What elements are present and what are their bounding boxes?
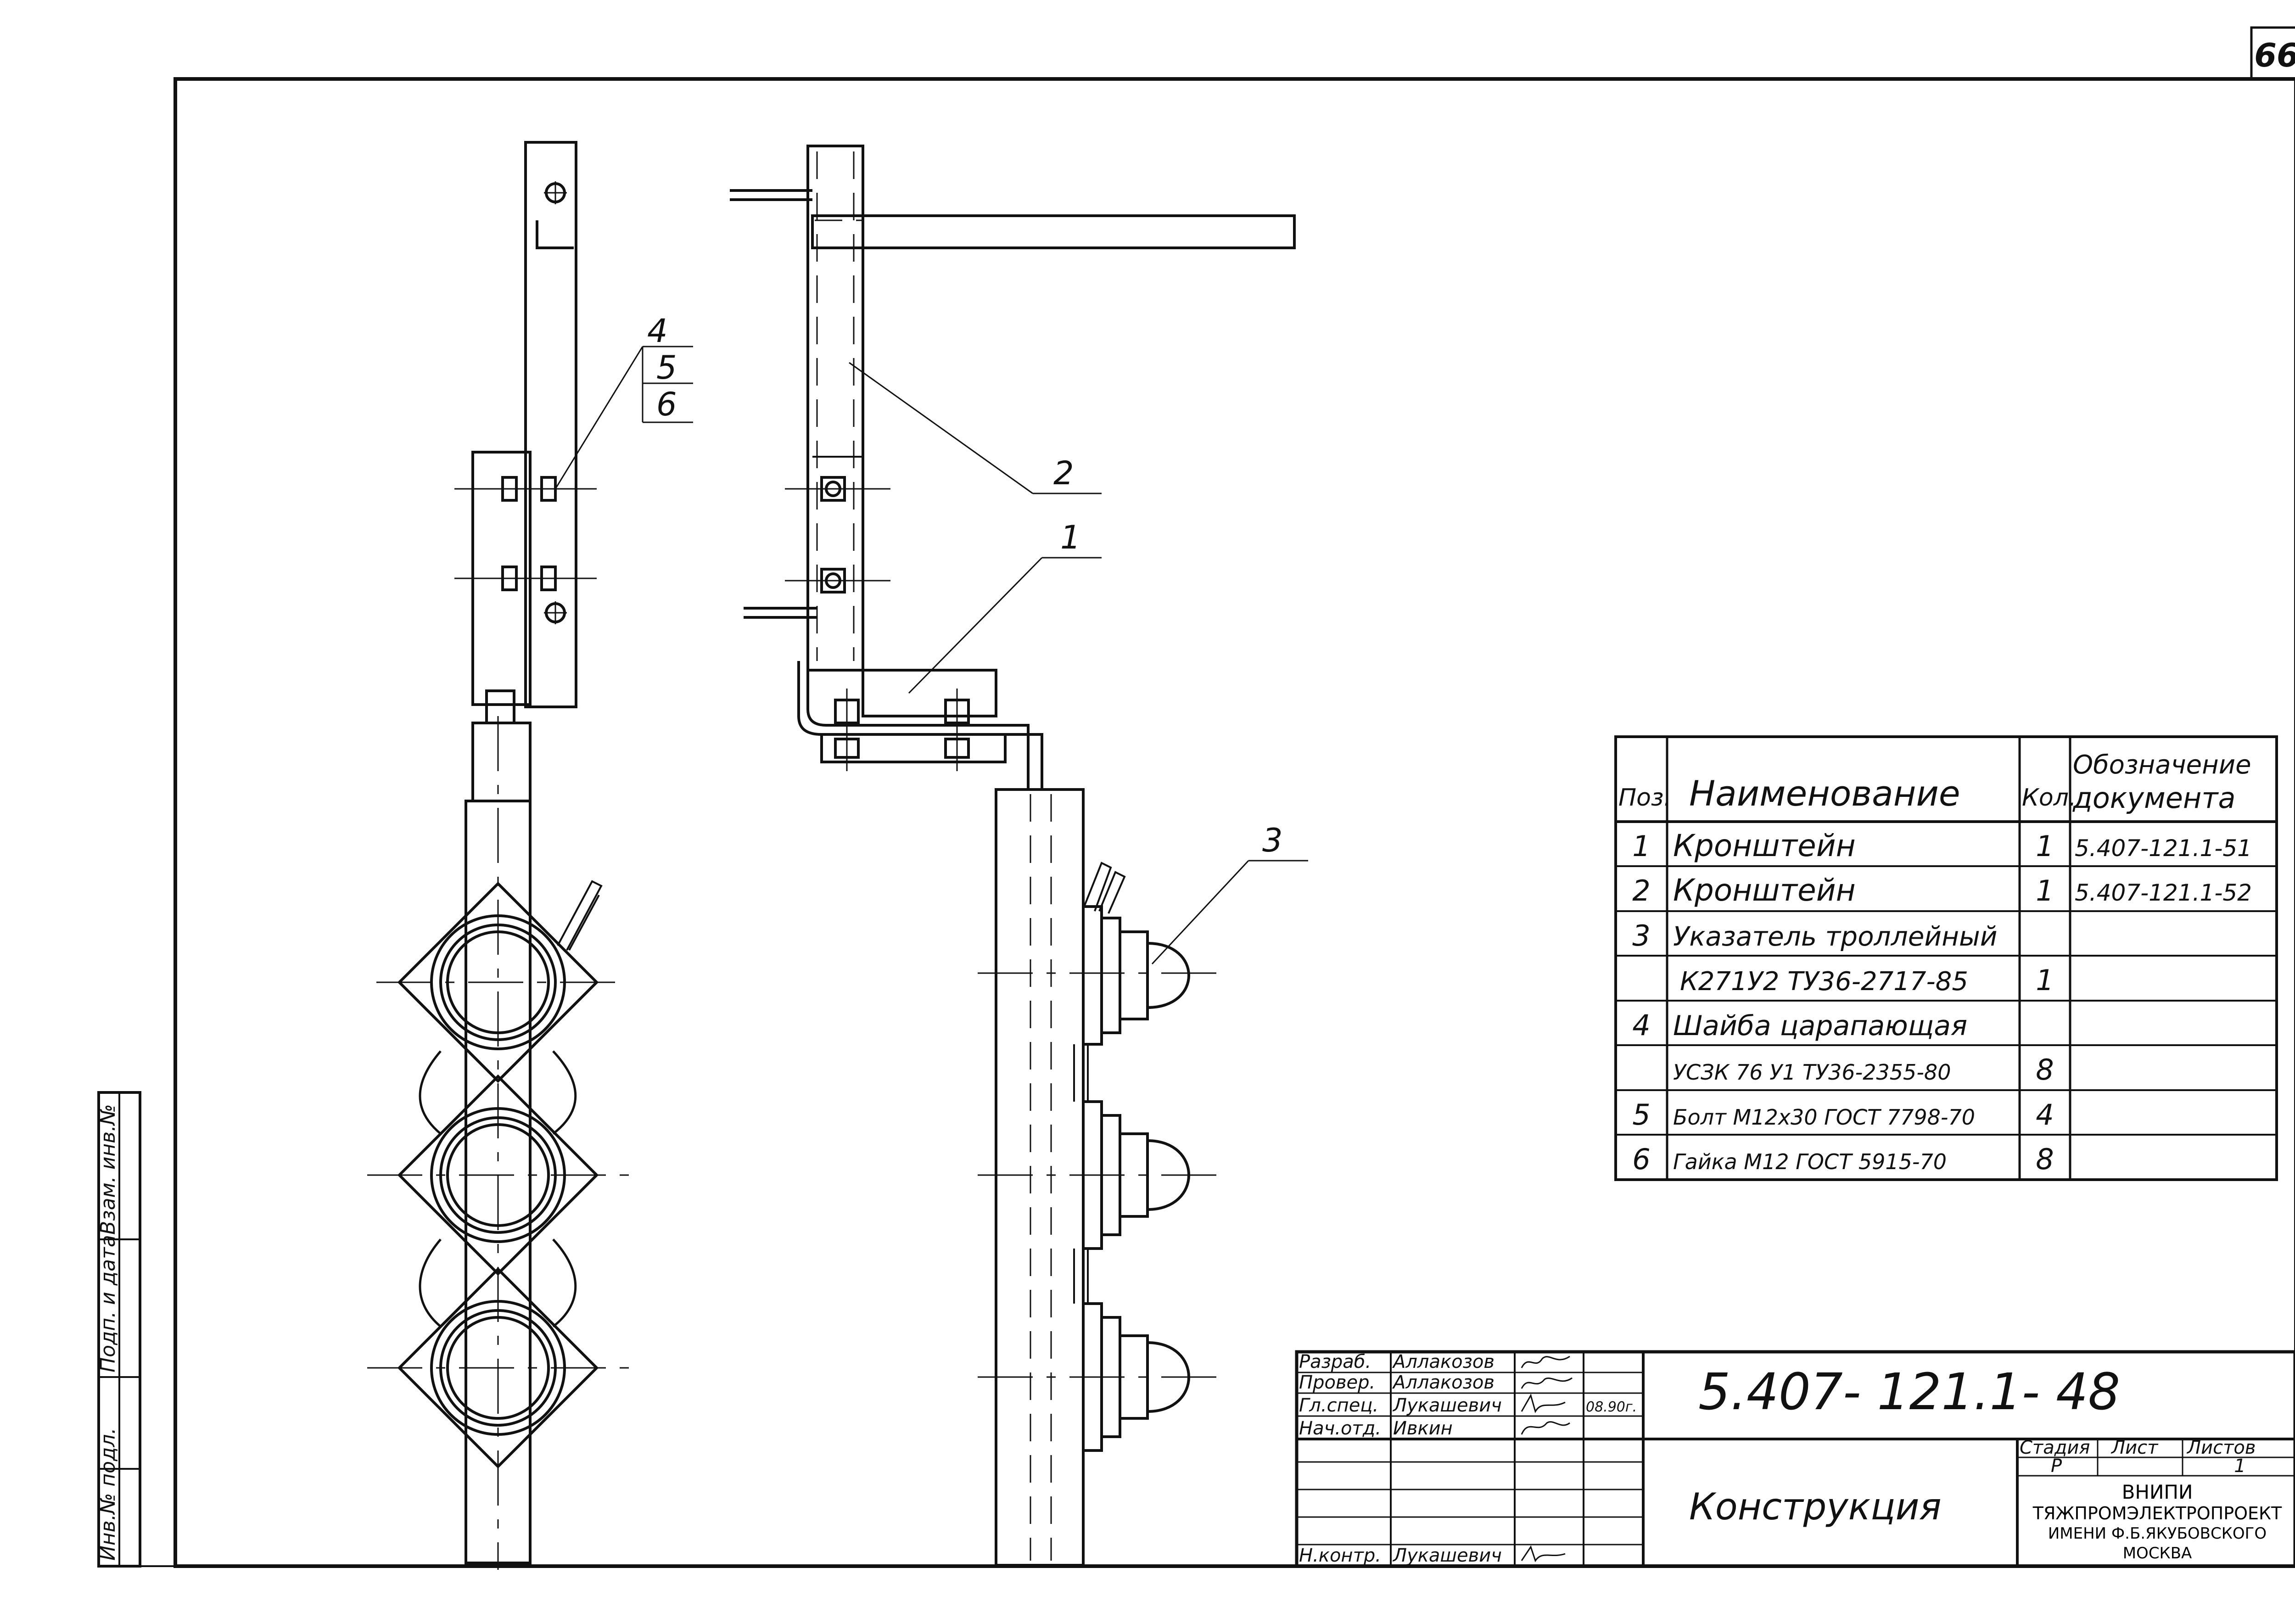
role-label: Гл.спец. <box>1299 1395 1378 1416</box>
bolt-front-lower <box>454 566 597 591</box>
role-name: Аллакозов <box>1392 1372 1495 1393</box>
stamp-sign-date: Подп. и дата <box>96 1235 120 1372</box>
sheets-label: Листов <box>2186 1437 2256 1458</box>
callout-2: 2 <box>1053 454 1074 492</box>
svg-text:8: 8 <box>2036 1053 2054 1086</box>
role-name: Аллакозов <box>1392 1351 1495 1372</box>
svg-text:УСЗК 76 У1 ТУ36-2355-80: УСЗК 76 У1 ТУ36-2355-80 <box>1673 1060 1951 1085</box>
svg-text:К271У2 ТУ36-2717-85: К271У2 ТУ36-2717-85 <box>1680 967 1968 997</box>
role-name: Лукашевич <box>1392 1395 1502 1416</box>
header-pos: Поз. <box>1618 784 1671 812</box>
role-label: Нач.отд. <box>1299 1418 1381 1439</box>
spec-table: Поз. Наименование Кол. Обозначение докум… <box>1614 735 2278 1181</box>
bolt-front-upper <box>454 476 597 502</box>
lamp-front-1 <box>376 881 620 1083</box>
indicator-body-side <box>995 788 1085 1567</box>
sheet-number: 66 <box>2254 37 2295 74</box>
table-row: 2 Кронштейн 1 5.407-121.1-52 <box>1632 873 2252 908</box>
svg-text:1: 1 <box>2036 829 2054 863</box>
org-line-4: МОСКВА <box>2123 1544 2192 1562</box>
table-row: 6 Гайка М12 ГОСТ 5915-70 8 <box>1632 1142 2054 1176</box>
org-line-1: ВНИПИ <box>2122 1481 2193 1503</box>
table-row: К271У2 ТУ36-2717-85 1 <box>1680 963 2054 997</box>
svg-text:1: 1 <box>2036 963 2054 997</box>
role-name: Ивкин <box>1393 1418 1453 1439</box>
svg-text:Шайба царапающая: Шайба царапающая <box>1673 1010 1967 1042</box>
side-stamp: Взам. инв.№ Подп. и дата Инв.№ подл. <box>96 1091 175 1568</box>
callout-6: 6 <box>656 386 677 423</box>
indicator-pole-front <box>471 722 532 802</box>
lamp-front-3 <box>367 1267 629 1469</box>
header-doc-line2: документа <box>2072 781 2236 815</box>
org-line-2: ТЯЖПРОМЭЛЕКТРОПРОЕКТ <box>2032 1503 2282 1523</box>
bolt-side-lower <box>785 568 890 594</box>
bracket-2-plate-front <box>524 141 577 708</box>
stamp-inv-orig: Инв.№ подл. <box>96 1428 120 1561</box>
document-code: 5.407- 121.1- 48 <box>1698 1362 2120 1421</box>
bolt-bracket1-a <box>834 689 860 771</box>
sheets-value: 1 <box>2234 1456 2245 1477</box>
role-label: Н.контр. <box>1299 1545 1381 1566</box>
lamp-side-1 <box>978 905 1221 1046</box>
bracket-1-side <box>797 661 1043 790</box>
document-title: Конструкция <box>1689 1485 1942 1528</box>
bolt-bracket1-b <box>944 689 970 771</box>
lamp-front-2 <box>367 1074 629 1276</box>
svg-text:Кронштейн: Кронштейн <box>1673 873 1856 908</box>
svg-text:1: 1 <box>1632 829 1650 863</box>
bolt-side-upper <box>785 476 890 502</box>
svg-text:5.407-121.1-51: 5.407-121.1-51 <box>2075 835 2252 862</box>
svg-text:Кронштейн: Кронштейн <box>1673 828 1856 863</box>
svg-text:Гайка М12 ГОСТ 5915-70: Гайка М12 ГОСТ 5915-70 <box>1673 1149 1947 1174</box>
drawing-frame <box>174 77 2295 1568</box>
role-label: Разраб. <box>1299 1351 1371 1372</box>
header-qty: Кол. <box>2022 784 2077 812</box>
header-name: Наименование <box>1689 773 1960 814</box>
svg-text:5: 5 <box>1632 1098 1650 1131</box>
side-view: 2 1 3 <box>730 145 1308 1567</box>
svg-text:6: 6 <box>1632 1142 1650 1176</box>
svg-text:5.407-121.1-52: 5.407-121.1-52 <box>2075 879 2252 906</box>
callout-3: 3 <box>1262 822 1283 859</box>
date: 08.90г. <box>1586 1399 1637 1415</box>
table-row: 3 Указатель троллейный <box>1632 919 1997 952</box>
role-label: Провер. <box>1299 1372 1375 1393</box>
table-row: УСЗК 76 У1 ТУ36-2355-80 8 <box>1673 1053 2054 1086</box>
signatures <box>1521 1355 1573 1562</box>
org-line-3: ИМЕНИ Ф.Б.ЯКУБОВСКОГО <box>2048 1524 2267 1543</box>
svg-text:1: 1 <box>2036 874 2054 907</box>
header-doc-line1: Обозначение <box>2073 750 2251 780</box>
title-block: Разраб. Аллакозов Провер. Аллакозов Гл.с… <box>1295 1350 2295 1568</box>
svg-text:2: 2 <box>1632 874 1650 907</box>
front-view: 4 5 6 <box>367 141 693 1570</box>
svg-text:Болт М12х30 ГОСТ 7798-70: Болт М12х30 ГОСТ 7798-70 <box>1673 1105 1975 1130</box>
lamp-side-2 <box>978 1100 1221 1250</box>
role-name: Лукашевич <box>1392 1545 1502 1566</box>
svg-text:4: 4 <box>1632 1008 1650 1042</box>
table-row: 5 Болт М12х30 ГОСТ 7798-70 4 <box>1632 1098 2054 1131</box>
table-row: 1 Кронштейн 1 5.407-121.1-51 <box>1632 828 2252 863</box>
lamp-side-3 <box>978 1302 1221 1452</box>
bracket-2-arm <box>811 214 1296 249</box>
svg-text:3: 3 <box>1632 919 1650 952</box>
callout-5: 5 <box>656 349 677 386</box>
sheet-label: Лист <box>2110 1437 2159 1458</box>
svg-text:8: 8 <box>2036 1142 2054 1176</box>
table-row: 4 Шайба царапающая <box>1632 1008 1967 1042</box>
stage-label: Стадия <box>2020 1437 2090 1458</box>
callout-4: 4 <box>647 312 668 350</box>
callout-1: 1 <box>1060 519 1081 556</box>
stamp-replace: Взам. инв.№ <box>96 1104 120 1235</box>
sheet-number-box <box>2250 26 2295 80</box>
stage-value: Р <box>2051 1456 2062 1477</box>
svg-text:Указатель троллейный: Указатель троллейный <box>1673 921 1997 952</box>
svg-text:4: 4 <box>2036 1098 2054 1131</box>
